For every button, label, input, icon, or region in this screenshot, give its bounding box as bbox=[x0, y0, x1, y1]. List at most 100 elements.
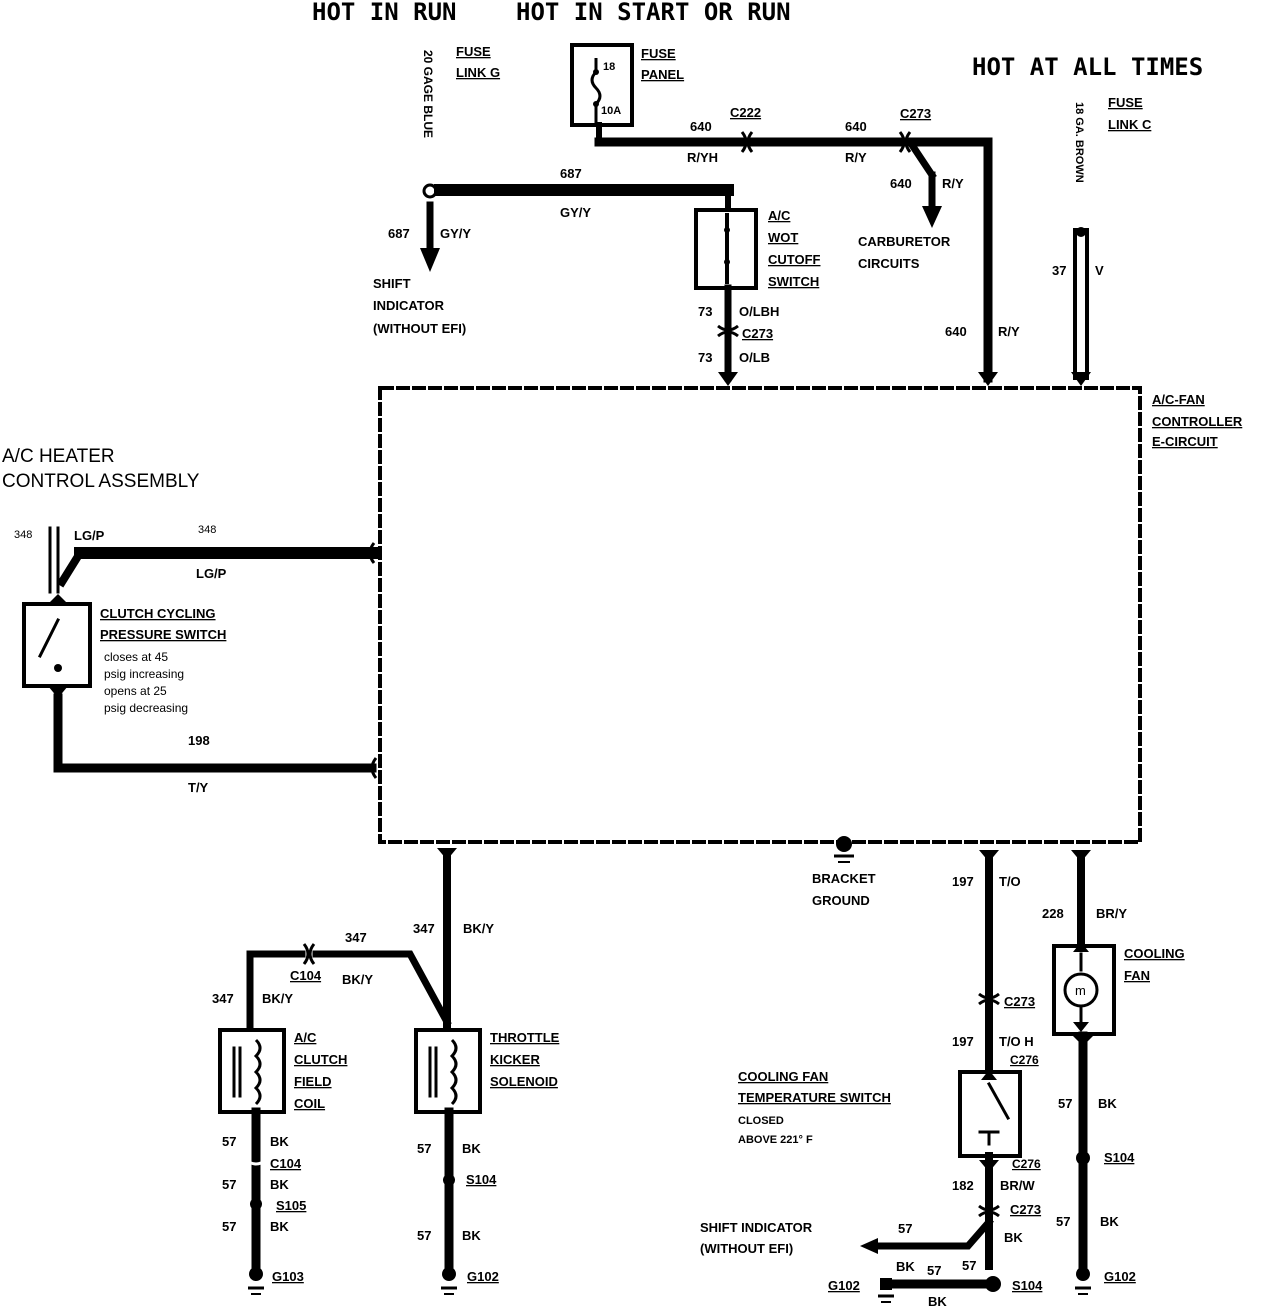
wire-57-c1: 57 bbox=[222, 1134, 236, 1149]
bk-f1: BK bbox=[1098, 1096, 1117, 1111]
wire-57-fan-top-arrow bbox=[1073, 1036, 1093, 1046]
wire-57-f2: 57 bbox=[1056, 1214, 1070, 1229]
bk-t2: BK bbox=[462, 1228, 481, 1243]
wire-198-color: T/Y bbox=[188, 780, 209, 795]
shift-indicator-top-2: INDICATOR bbox=[373, 298, 445, 313]
fuse-link-g-label-2: LINK G bbox=[456, 65, 500, 80]
wire-57-s1: 57 bbox=[898, 1221, 912, 1236]
wire-197-a-color: T/O bbox=[999, 874, 1021, 889]
bk-f2: BK bbox=[1100, 1214, 1119, 1229]
shift-indicator-top-1: SHIFT bbox=[373, 276, 411, 291]
ground-g103-icon bbox=[248, 1267, 264, 1295]
ground-g102-left-icon bbox=[441, 1267, 457, 1295]
connector-c273-bottom bbox=[978, 1204, 1000, 1218]
ground-g102-bottom-icon bbox=[878, 1278, 894, 1303]
wire-347-c-color: BK/Y bbox=[342, 972, 373, 987]
wire-57-t2: 57 bbox=[417, 1228, 431, 1243]
fuse-panel-fuse-icon bbox=[590, 58, 602, 124]
cooling-fan-bottom-arrow bbox=[1073, 1022, 1089, 1032]
clutch-switch-label-2: PRESSURE SWITCH bbox=[100, 627, 226, 642]
wire-348-end-bracket bbox=[368, 542, 376, 564]
carburetor-label-1: CARBURETOR bbox=[858, 234, 951, 249]
wire-182-color: BR/W bbox=[1000, 1178, 1035, 1193]
g102-right-label: G102 bbox=[1104, 1269, 1136, 1284]
g103-label: G103 bbox=[272, 1269, 304, 1284]
cooling-fan-label-1: COOLING bbox=[1124, 946, 1185, 961]
g102-left-label: G102 bbox=[467, 1269, 499, 1284]
wot-switch-label-3: CUTOFF bbox=[768, 252, 821, 267]
wire-73-end-arrow bbox=[718, 372, 738, 386]
wire-687-b-color: GY/Y bbox=[560, 205, 591, 220]
bracket-ground-icon bbox=[834, 836, 854, 863]
clutch-coil-label-2: CLUTCH bbox=[294, 1052, 347, 1067]
clutch-switch-note-4: psig decreasing bbox=[104, 701, 188, 715]
wire-73-b-color: O/LB bbox=[739, 350, 770, 365]
wire-37-color: V bbox=[1095, 263, 1104, 278]
clutch-coil-label-4: COIL bbox=[294, 1096, 325, 1111]
wot-switch-dot-2 bbox=[724, 259, 730, 265]
wire-37-num: 37 bbox=[1052, 263, 1066, 278]
wire-348-diagonal bbox=[56, 547, 86, 588]
bk-c1: BK bbox=[270, 1134, 289, 1149]
fuse-panel-label-1: FUSE bbox=[641, 46, 676, 61]
arrow-640-carb bbox=[922, 206, 942, 228]
wire-37-end-arrow bbox=[1071, 372, 1091, 386]
fuse-link-g-label-1: FUSE bbox=[456, 44, 491, 59]
wire-348-a-color: LG/P bbox=[74, 528, 105, 543]
throttle-kicker-label-2: KICKER bbox=[490, 1052, 540, 1067]
wire-57-c3: 57 bbox=[222, 1219, 236, 1234]
splice-s104-left bbox=[443, 1174, 455, 1186]
wire-198 bbox=[53, 693, 377, 773]
s105-label: S105 bbox=[276, 1198, 306, 1213]
fuse-link-c-label-2: LINK C bbox=[1108, 117, 1152, 132]
clutch-coil-winding bbox=[253, 1038, 262, 1106]
c104-bot-label: C104 bbox=[270, 1156, 302, 1171]
shift-indicator-top-3: (WITHOUT EFI) bbox=[373, 321, 466, 336]
wot-switch-label-1: A/C bbox=[768, 208, 791, 223]
connector-c273-top bbox=[898, 131, 912, 153]
clutch-switch-label-1: CLUTCH CYCLING bbox=[100, 606, 216, 621]
wire-640-d-num: 640 bbox=[945, 324, 967, 339]
connector-c273-right bbox=[978, 992, 1000, 1006]
wire-73-b-num: 73 bbox=[698, 350, 712, 365]
wire-182-top-arrow bbox=[979, 1160, 999, 1172]
clutch-coil-box bbox=[218, 1028, 286, 1114]
throttle-kicker-label-1: THROTTLE bbox=[490, 1030, 560, 1045]
clutch-switch-contact bbox=[54, 664, 62, 672]
c273-bottom-label: C273 bbox=[1010, 1202, 1041, 1217]
wire-57-s2: 57 bbox=[927, 1263, 941, 1278]
wire-228-num: 228 bbox=[1042, 906, 1064, 921]
fuse-link-c-label-1: FUSE bbox=[1108, 95, 1143, 110]
shift-indicator-bot-2: (WITHOUT EFI) bbox=[700, 1241, 793, 1256]
fuse-link-c-wire-desc: 18 GA. BROWN bbox=[1073, 102, 1085, 183]
wire-57-t1: 57 bbox=[417, 1141, 431, 1156]
arrow-687-shift bbox=[420, 248, 440, 272]
s104-right-label: S104 bbox=[1104, 1150, 1135, 1165]
wire-687-a-color: GY/Y bbox=[440, 226, 471, 241]
throttle-kicker-winding bbox=[449, 1038, 458, 1106]
fuse-panel-value-bottom: 10A bbox=[601, 105, 621, 117]
controller-label-3: E-CIRCUIT bbox=[1152, 434, 1218, 449]
bk-t1: BK bbox=[462, 1141, 481, 1156]
c276-a-label: C276 bbox=[1010, 1053, 1039, 1067]
wire-640-carb-branch bbox=[907, 140, 937, 180]
bk-c2: BK bbox=[270, 1177, 289, 1192]
wire-640-end-arrow bbox=[978, 372, 998, 386]
s104-bottom-label: S104 bbox=[1012, 1278, 1043, 1293]
controller-box bbox=[378, 386, 1142, 844]
c273-mid-label: C273 bbox=[742, 326, 773, 341]
bk-s1: BK bbox=[1004, 1230, 1023, 1245]
throttle-kicker-box bbox=[414, 1028, 482, 1114]
clutch-switch-blade bbox=[37, 617, 61, 659]
c222-label: C222 bbox=[730, 105, 761, 120]
clutch-switch-note-2: psig increasing bbox=[104, 667, 184, 681]
s104-left-label: S104 bbox=[466, 1172, 497, 1187]
temp-switch-top-arrow bbox=[981, 1070, 997, 1080]
controller-label-1: A/C-FAN bbox=[1152, 392, 1205, 407]
wot-switch-label-4: SWITCH bbox=[768, 274, 819, 289]
wire-640-b-color: R/Y bbox=[845, 150, 867, 165]
wire-687-b-num: 687 bbox=[560, 166, 582, 181]
wire-640-b-num: 640 bbox=[845, 119, 867, 134]
clutch-switch-bottom-arrow bbox=[48, 686, 68, 698]
